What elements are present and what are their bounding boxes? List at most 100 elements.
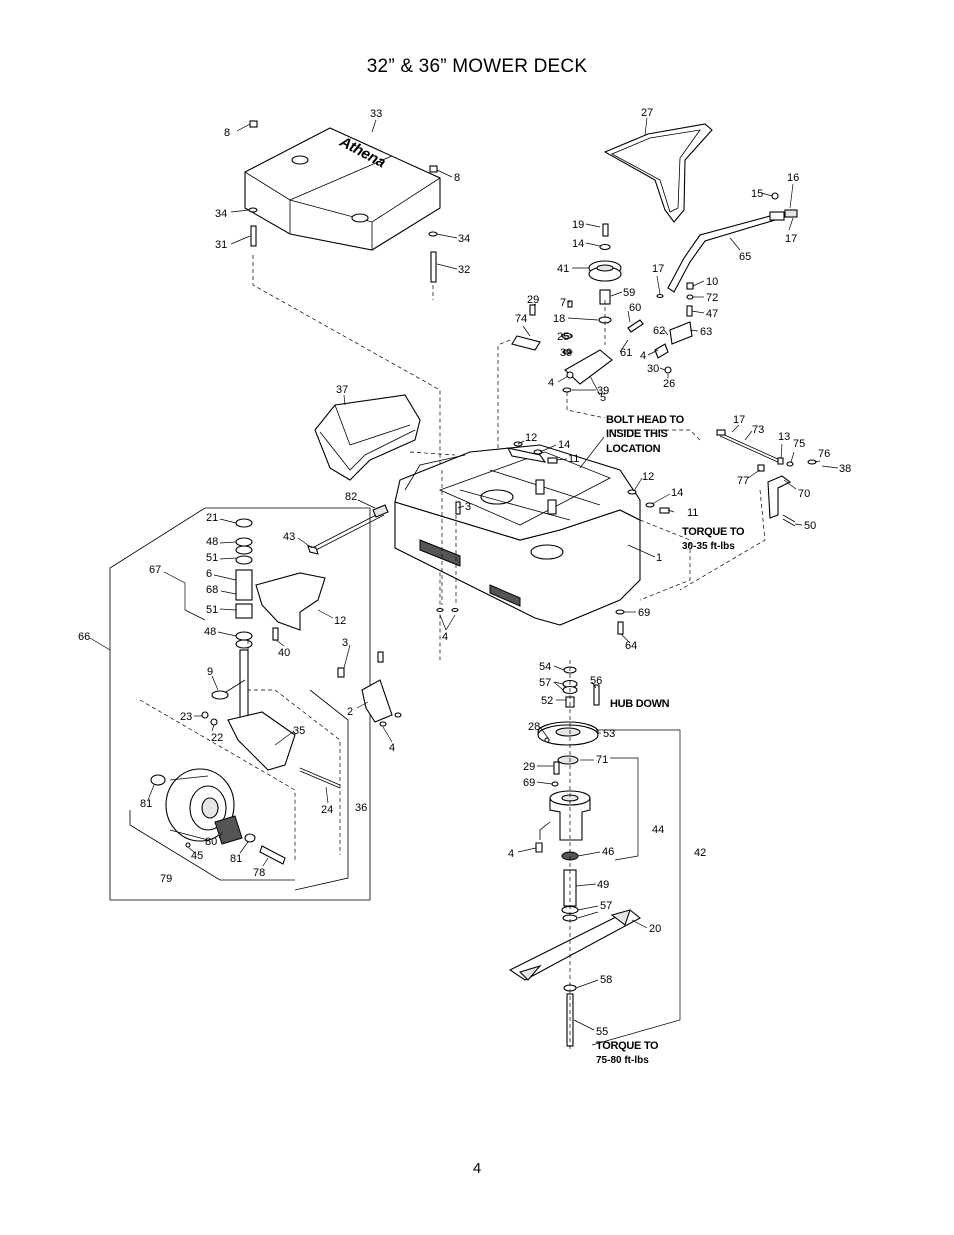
discharge-chute [314,394,421,481]
callout-label: 66 [78,631,90,643]
callout-label: 38 [839,463,851,475]
callout-label: 11 [568,453,579,465]
callout-label: 34 [215,208,227,220]
callout-label: 50 [804,520,816,532]
callout-label: 14 [671,487,683,499]
idler-assembly [511,223,694,393]
callout-label: 46 [602,846,614,858]
blade-torque-note-line1: TORQUE TO [596,1040,659,1052]
callout-label: 21 [206,512,218,524]
callout-label: 17 [652,263,664,275]
callout-label: 82 [345,491,357,503]
callout-leaders [89,117,839,1031]
callout-label: 3 [342,637,348,649]
callout-label: 29 [527,294,539,306]
callout-label: 12 [334,615,346,627]
callout-label: 52 [541,695,553,707]
deck-torque-note-line1: TORQUE TO [682,526,745,538]
callout-label: 79 [160,873,172,885]
callout-label: 2 [347,706,353,718]
callout-label: 80 [205,836,217,848]
callout-label: 33 [370,108,382,120]
bolt-head-note-line2: INSIDE THIS [606,428,668,440]
callout-label: 35 [293,725,305,737]
callout-label: 63 [700,326,712,338]
callout-label: 51 [206,604,218,616]
callout-label: 75 [793,438,805,450]
callout-label: 45 [191,850,203,862]
callout-label: 41 [557,263,569,275]
callout-label: 37 [336,384,348,396]
callout-label: 14 [572,238,584,250]
callout-label: 12 [642,471,654,483]
hub-down-note: HUB DOWN [610,698,670,710]
bolt-head-note-line1: BOLT HEAD TO [606,414,685,426]
control-rod [667,192,798,293]
belt [603,123,713,223]
callout-label: 4 [640,350,646,362]
callout-label: 57 [539,677,551,689]
callout-label: 74 [515,313,527,325]
callout-label: 17 [733,414,745,426]
callout-label: 42 [694,847,706,859]
callout-label: 29 [523,761,535,773]
callout-label: 61 [620,347,632,359]
callout-label: 67 [149,564,161,576]
callout-label: 44 [652,824,664,836]
callout-label: 76 [818,448,830,460]
callout-label: 11 [687,507,698,519]
callout-label: 34 [458,233,470,245]
callout-label: 81 [230,853,242,865]
callout-label: 69 [523,777,535,789]
callout-label: 28 [528,721,540,733]
callout-label: 78 [253,867,265,879]
callout-label: 9 [207,666,213,678]
callout-label: 70 [798,488,810,500]
callout-label: 59 [623,287,635,299]
callout-label: 10 [706,276,718,288]
callout-label: 77 [737,475,749,487]
callout-label: 8 [454,172,460,184]
page-number: 4 [472,1160,482,1177]
bolt-head-note-line3: LOCATION [606,443,661,455]
callout-label: 4 [508,848,514,860]
callout-label: 20 [649,923,661,935]
callout-label: 56 [590,675,602,687]
callout-label: 54 [539,661,551,673]
callout-label: 71 [596,754,608,766]
callout-label: 60 [629,302,641,314]
callout-label: 13 [778,431,790,443]
callout-label: 48 [206,536,218,548]
callout-label: 55 [596,1026,608,1038]
callout-label: 32 [458,264,470,276]
callout-label: 3 [465,501,471,513]
callout-label: 12 [525,432,537,444]
callout-label: 22 [211,732,223,744]
callout-label: 23 [180,711,192,723]
mower-deck [394,444,641,626]
callout-label: 26 [663,378,675,390]
callout-label: 65 [739,251,751,263]
callout-label: 5 [600,392,606,404]
assembly-notes: BOLT HEAD TO INSIDE THIS LOCATION TORQUE… [596,414,745,1066]
callout-label: 68 [206,584,218,596]
deck-torque-note-line2: 30-35 ft-lbs [682,541,735,552]
callout-label: 4 [442,631,448,643]
callout-label: 49 [597,879,609,891]
callout-label: 8 [224,127,230,139]
callout-label: 48 [204,626,216,638]
callout-label: 64 [625,640,637,652]
callout-label: 69 [638,607,650,619]
callout-label: 57 [600,900,612,912]
callout-label: 40 [278,647,290,659]
callout-label: 6 [206,568,212,580]
callout-label: 4 [389,742,395,754]
callout-label: 81 [140,798,152,810]
callout-label: 53 [603,728,615,740]
belt-cover: Athena [244,127,441,251]
callout-label: 7 [560,297,566,309]
callout-label: 43 [283,531,295,543]
callout-labels: 8 33 8 34 31 34 32 27 16 15 17 65 19 14 … [78,107,851,1038]
callout-label: 1 [656,552,662,564]
